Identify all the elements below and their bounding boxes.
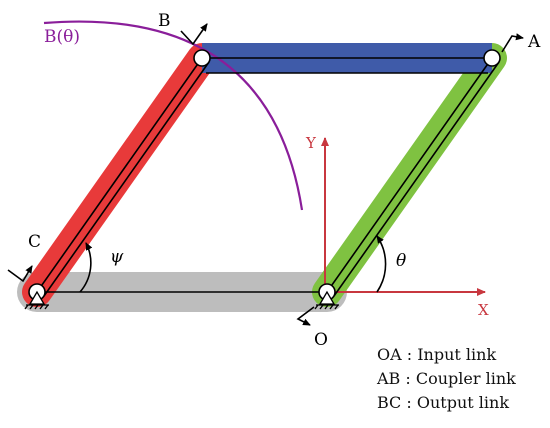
frame-arrows-a: [501, 33, 524, 53]
frame-arrows-o: [296, 306, 315, 326]
psi-angle-arc: [79, 242, 93, 293]
trajectory-arc: [43, 20, 304, 211]
legend-item-coupler: AB : Coupler link: [377, 369, 516, 388]
ground-pin-c: [24, 290, 49, 310]
ground-pin-o: [314, 290, 339, 310]
x-axis-label: X: [478, 301, 489, 319]
joint-a: [483, 49, 501, 67]
link-legend: OA : Input link AB : Coupler link BC : O…: [377, 343, 516, 415]
frame-arrows-b: [180, 23, 208, 46]
point-label-a: A: [527, 32, 541, 52]
theta-label: θ: [396, 251, 406, 271]
point-label-o: O: [314, 330, 328, 350]
theta-angle-arc: [376, 235, 387, 293]
link-centerlines: [36, 57, 500, 297]
y-axis-label: Y: [305, 134, 317, 152]
point-label-c: C: [28, 232, 41, 252]
point-label-b: B: [158, 11, 171, 31]
frame-arrows-c: [7, 265, 33, 283]
joint-b: [193, 49, 211, 67]
psi-label: ψ: [110, 247, 124, 267]
trajectory-label: B(θ): [44, 27, 80, 47]
joints: [28, 49, 501, 301]
coordinate-axes: [321, 137, 486, 296]
legend-item-output: BC : Output link: [377, 393, 510, 412]
legend-item-input: OA : Input link: [377, 345, 497, 364]
